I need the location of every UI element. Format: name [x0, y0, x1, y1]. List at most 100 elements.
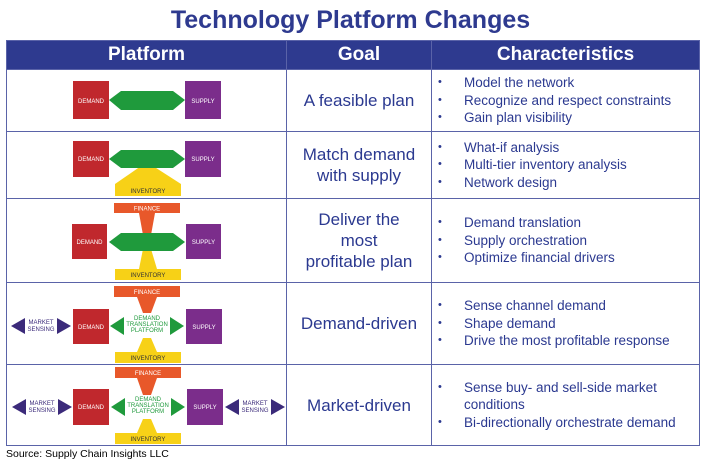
header-characteristics: Characteristics — [431, 40, 700, 70]
goal-cell: Demand-driven — [286, 282, 432, 365]
platform-right-arrow — [170, 317, 184, 335]
platform-diagram: INVENTORY DEMAND SUPPLY — [6, 131, 287, 199]
characteristic-item: Shape demand — [438, 315, 699, 333]
table-row: FINANCE INVENTORY MARKET SENSING DEMAND … — [6, 282, 700, 365]
inventory-label: INVENTORY — [131, 189, 166, 195]
characteristic-item: Sense buy- and sell-side market conditio… — [438, 379, 699, 414]
market-sensing-label: SENSING — [27, 327, 54, 333]
platform-diagram: FINANCE INVENTORY MARKET SENSING DEMAND … — [6, 364, 287, 446]
characteristic-item: Bi-directionally orchestrate demand — [438, 414, 699, 432]
inventory-label: INVENTORY — [131, 273, 166, 279]
platform-left-arrow — [111, 398, 125, 416]
table-row: DEMAND SUPPLY A feasible plan Model the … — [6, 69, 700, 132]
goal-text: Deliver the most profitable plan — [305, 210, 413, 271]
diagram-profitable: FINANCE INVENTORY DEMAND SUPPLY — [72, 203, 221, 280]
inventory-shape — [115, 166, 181, 196]
platform-left-arrow — [110, 317, 124, 335]
demand-box — [73, 81, 109, 119]
supply-box — [187, 389, 223, 425]
inventory-shape — [115, 338, 181, 363]
page-title: Technology Platform Changes — [170, 6, 531, 34]
diagram-demand-driven: FINANCE INVENTORY MARKET SENSING DEMAND … — [11, 286, 222, 363]
demand-label: DEMAND — [76, 240, 103, 246]
diagram-market-driven: FINANCE INVENTORY MARKET SENSING DEMAND … — [12, 367, 285, 444]
market-sensing-label: SENSING — [28, 408, 55, 414]
table-row: INVENTORY DEMAND SUPPLY Match demand wit… — [6, 131, 700, 199]
platform-diagram: DEMAND SUPPLY — [6, 69, 287, 132]
platform-label: PLATFORM — [132, 409, 164, 415]
supply-label: SUPPLY — [192, 240, 215, 246]
characteristics-cell: Model the network Recognize and respect … — [431, 69, 700, 132]
characteristics-cell: Demand translation Supply orchestration … — [431, 198, 700, 283]
goal-cell: Deliver the most profitable plan — [286, 198, 432, 283]
market-sensing-label: MARKET — [29, 401, 54, 407]
market-sensing-right-arrow — [57, 318, 71, 334]
table-row: FINANCE INVENTORY DEMAND SUPPLY Deliver … — [6, 198, 700, 283]
demand-label: DEMAND — [78, 99, 105, 105]
platform-label: TRANSLATION — [126, 322, 168, 328]
diagram-match: INVENTORY DEMAND SUPPLY — [73, 141, 221, 196]
platform-label: TRANSLATION — [127, 403, 169, 409]
characteristic-item: Demand translation — [438, 214, 699, 232]
source-note: Source: Supply Chain Insights LLC — [6, 448, 169, 460]
characteristic-item: Drive the most profitable response — [438, 332, 699, 350]
market-sensing-label: MARKET — [28, 320, 53, 326]
finance-label: FINANCE — [134, 290, 160, 296]
platform-diagram: FINANCE INVENTORY DEMAND SUPPLY — [6, 198, 287, 283]
finance-label: FINANCE — [134, 207, 160, 213]
platform-right-arrow — [171, 398, 185, 416]
demand-label: DEMAND — [78, 157, 105, 163]
demand-label: DEMAND — [78, 405, 105, 411]
goal-text: Match demand with supply — [302, 145, 416, 185]
demand-box — [73, 141, 109, 177]
demand-box — [73, 309, 109, 344]
platform-hexagon — [109, 91, 185, 110]
market-sensing-label: MARKET — [242, 401, 267, 407]
finance-shape — [114, 286, 180, 313]
demand-box — [73, 389, 109, 425]
platform-label: DEMAND — [134, 316, 161, 322]
supply-label: SUPPLY — [193, 405, 216, 411]
market-sensing-left-arrow — [225, 399, 239, 415]
platform-label: PLATFORM — [131, 328, 163, 334]
characteristics-cell: Sense channel demand Shape demand Drive … — [431, 282, 700, 365]
platform-label: DEMAND — [135, 397, 162, 403]
header-goal: Goal — [286, 40, 432, 70]
inventory-label: INVENTORY — [131, 356, 166, 362]
demand-box — [72, 224, 107, 259]
market-sensing-label: SENSING — [241, 408, 268, 414]
market-sensing-right-arrow — [58, 399, 72, 415]
inventory-shape — [115, 419, 181, 444]
goal-cell: A feasible plan — [286, 69, 432, 132]
market-sensing-left-arrow — [12, 399, 26, 415]
supply-box — [186, 309, 222, 344]
characteristic-item: Network design — [438, 174, 699, 192]
inventory-shape — [115, 249, 181, 280]
goal-cell: Match demand with supply — [286, 131, 432, 199]
characteristic-item: Supply orchestration — [438, 232, 699, 250]
characteristic-item: What-if analysis — [438, 139, 699, 157]
diagram-feasible: DEMAND SUPPLY — [73, 81, 221, 119]
characteristics-cell: Sense buy- and sell-side market conditio… — [431, 364, 700, 446]
characteristics-cell: What-if analysis Multi-tier inventory an… — [431, 131, 700, 199]
supply-label: SUPPLY — [191, 157, 214, 163]
supply-box — [185, 141, 221, 177]
market-sensing-left-arrow — [11, 318, 25, 334]
characteristic-item: Optimize financial drivers — [438, 249, 699, 267]
finance-shape — [114, 203, 180, 235]
market-sensing-right-arrow — [271, 399, 285, 415]
goal-cell: Market-driven — [286, 364, 432, 446]
platform-hexagon — [109, 150, 185, 168]
inventory-label: INVENTORY — [131, 437, 166, 443]
demand-label: DEMAND — [78, 325, 105, 331]
supply-box — [185, 81, 221, 119]
supply-label: SUPPLY — [192, 325, 215, 331]
header-row: Platform Goal Characteristics — [6, 40, 700, 70]
characteristic-item: Multi-tier inventory analysis — [438, 156, 699, 174]
finance-shape — [115, 367, 181, 395]
platform-hexagon — [109, 233, 185, 251]
platform-diagram: FINANCE INVENTORY MARKET SENSING DEMAND … — [6, 282, 287, 365]
header-platform: Platform — [6, 40, 287, 70]
table-row: FINANCE INVENTORY MARKET SENSING DEMAND … — [6, 364, 700, 446]
characteristic-item: Model the network — [438, 74, 699, 92]
